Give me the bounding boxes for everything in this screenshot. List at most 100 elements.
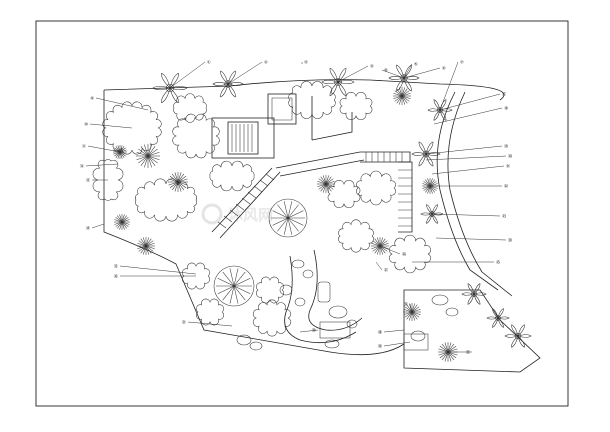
plant-label-number: ⑥ xyxy=(442,66,446,71)
plant-label: ⑯ xyxy=(114,273,196,280)
plant-label: ⑰ xyxy=(439,91,507,111)
plant-label: ⑮ xyxy=(114,263,197,275)
plant-label-number: ㉒ xyxy=(504,183,509,190)
palm-tree-symbol xyxy=(504,324,532,348)
shrub-mass xyxy=(356,170,396,206)
plant-label: ㉛ xyxy=(182,319,233,327)
plant-label: ㉔ xyxy=(435,237,513,244)
pavilion-building xyxy=(211,93,297,159)
plant-label-number: ⑰ xyxy=(502,91,507,98)
plant-label: ㉙ xyxy=(378,341,411,350)
shrub-mass xyxy=(172,113,220,159)
plant-label: ⑩ xyxy=(84,122,133,129)
plant-label-number: ㉗ xyxy=(384,267,389,274)
plant-label: ㉚ xyxy=(299,327,319,334)
rock-stream xyxy=(236,249,459,351)
palm-tree-symbol xyxy=(420,204,444,224)
plant-label-number: ㉑ xyxy=(506,163,511,170)
plant-label: ③ xyxy=(301,60,308,65)
plant-label: ⑫ xyxy=(80,163,119,170)
palm-tree-symbol xyxy=(388,64,420,92)
plant-label: ⑭ xyxy=(86,223,105,232)
plant-label-number: ⑱ xyxy=(504,105,509,112)
plant-label: ⑬ xyxy=(86,177,108,184)
shrub-mass xyxy=(339,92,373,120)
palm-tree-symbol xyxy=(486,308,510,328)
plant-label: ㉘ xyxy=(378,329,405,336)
plant-label-number: ⑮ xyxy=(114,263,119,270)
plant-label-number: ㉚ xyxy=(312,327,317,334)
plant-label: ⑧ xyxy=(381,68,405,79)
watermark-text: 沐风网 xyxy=(228,206,273,224)
palm-tree-symbol xyxy=(212,70,244,98)
plant-label: ㉗ xyxy=(375,261,389,274)
plant-label: ④ xyxy=(337,64,374,83)
plant-label: ㉓ xyxy=(431,213,507,220)
plant-label-number: ③ xyxy=(304,60,308,65)
plant-label: ⑲ xyxy=(425,143,509,155)
drawing-frame xyxy=(35,20,569,407)
plant-label-number: ⑪ xyxy=(82,143,87,150)
plant-label: ⑥ xyxy=(403,66,446,79)
shrub-mass xyxy=(256,276,284,304)
plant-label: ⑳ xyxy=(425,153,513,161)
plant-label: ⑤ xyxy=(403,62,418,79)
palm-tree-symbol xyxy=(152,72,188,104)
plant-label-number: ㉔ xyxy=(508,237,513,244)
plant-label-number: ⑨ xyxy=(90,96,94,101)
plant-label-number: ⑩ xyxy=(84,122,88,127)
shrub-mass xyxy=(173,93,207,123)
plant-label: ⑨ xyxy=(90,96,149,111)
shrub-mass xyxy=(102,101,162,155)
plant-label-number: ㉛ xyxy=(182,319,187,326)
shrub-mass xyxy=(338,219,374,253)
plant-label-number: ⑫ xyxy=(80,163,85,170)
palm-tree-symbol xyxy=(411,141,441,167)
plant-label-number: ⑬ xyxy=(86,177,91,184)
palm-tree-symbol xyxy=(461,283,487,305)
site-boundary xyxy=(103,79,541,373)
spiky-tree-symbol xyxy=(137,237,155,255)
plant-label: ㉕ xyxy=(412,259,501,266)
spiky-tree-symbol xyxy=(114,214,130,230)
plant-label-number: ㉖ xyxy=(402,251,407,258)
plant-label-number: ⑭ xyxy=(86,225,91,232)
shrub-mass xyxy=(196,298,224,326)
plant-label: ㉝ xyxy=(448,349,472,356)
spiky-tree-symbol xyxy=(136,144,160,168)
plant-label-number: ⑯ xyxy=(114,273,119,280)
tree-symbols xyxy=(113,64,532,362)
plant-label-number: ① xyxy=(207,60,211,65)
plant-label: ㉜ xyxy=(404,301,413,313)
shrub-mass xyxy=(209,160,255,192)
spiky-tree-symbol xyxy=(168,172,188,192)
spiky-tree-symbol xyxy=(438,342,458,362)
shrub-mass xyxy=(252,299,292,337)
plant-label-number: ㉕ xyxy=(496,259,501,266)
plant-label-number: ㉓ xyxy=(502,213,507,220)
plant-label-number: ㉙ xyxy=(378,343,383,350)
plant-label-number: ⑳ xyxy=(508,153,513,160)
plant-label: ① xyxy=(169,60,211,89)
canopy-tree-symbol xyxy=(268,198,308,238)
shrub-mass xyxy=(135,178,197,222)
plant-label-number: ⑤ xyxy=(414,62,418,67)
spiky-tree-symbol xyxy=(317,175,335,193)
shrub-mass xyxy=(288,81,336,119)
palm-tree-symbol xyxy=(321,67,355,97)
plant-label: ⑦ xyxy=(439,60,464,111)
stepped-path xyxy=(211,96,413,239)
watermark: 沐风网 xyxy=(201,203,273,225)
plant-label: ㉒ xyxy=(430,183,509,190)
spiky-tree-symbol xyxy=(403,303,421,321)
spiky-tree-symbol xyxy=(393,87,411,105)
plant-label: ㉑ xyxy=(431,163,511,175)
plant-label: ⑪ xyxy=(82,143,121,153)
plant-label-number: ㉘ xyxy=(378,329,383,336)
spiky-tree-symbol xyxy=(371,237,389,255)
spiky-tree-symbol xyxy=(113,145,127,159)
plant-label-number: ⑦ xyxy=(460,60,464,65)
plant-label-number: ⑲ xyxy=(504,143,509,150)
